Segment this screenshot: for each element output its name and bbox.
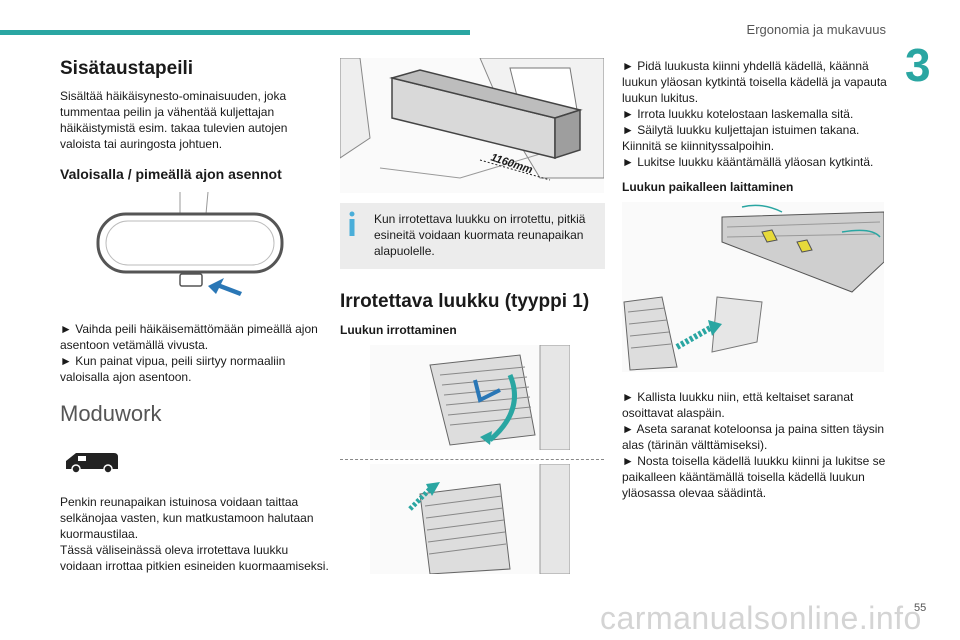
column-1: Sisätaustapeili Sisältää häikäisynesto-o…	[60, 58, 330, 574]
mirror-intro: Sisältää häikäisynesto-ominaisuuden, jok…	[60, 89, 288, 151]
hatch-step-6: ► Aseta saranat koteloonsa ja paina sitt…	[622, 422, 885, 452]
hatch-step-4: ► Lukitse luukku kääntämällä yläosan kyt…	[622, 155, 874, 169]
mirror-title: Sisätaustapeili	[60, 58, 194, 79]
info-icon	[348, 211, 356, 237]
hatch-removal-heading: Luukun irrottaminen	[340, 323, 457, 337]
mirror-step-1: ► Vaihda peili häikäisemättömään pimeäll…	[60, 322, 318, 352]
hatch-step-3: ► Säilytä luukku kuljettajan istuimen ta…	[622, 123, 860, 153]
hatch-removal-illustration-2	[370, 463, 605, 579]
hatch-type-heading: Irrotettava luukku (tyyppi 1)	[340, 291, 590, 312]
column-3: ► Pidä luukusta kiinni yhdellä kädellä, …	[622, 58, 887, 501]
info-text: Kun irrotettava luukku on irrotettu, pit…	[374, 212, 586, 258]
watermark: carmanualsonline.info	[600, 600, 922, 636]
van-icon	[62, 447, 330, 480]
dashed-divider	[340, 459, 604, 460]
hatch-step-1: ► Pidä luukusta kiinni yhdellä kädellä, …	[622, 59, 887, 105]
hatch-step-5: ► Kallista luukku niin, että keltaiset s…	[622, 390, 854, 420]
hatch-step-7: ► Nosta toisella kädellä luukku kiinni j…	[622, 454, 886, 500]
section-title: Ergonomia ja mukavuus	[746, 22, 886, 37]
moduwork-paragraph-1: Penkin reunapaikan istuinosa voidaan tai…	[60, 495, 314, 541]
moduwork-paragraph-2: Tässä väliseinässä oleva irrotettava luu…	[60, 543, 329, 573]
header-accent-bar	[0, 30, 470, 35]
chapter-number: 3	[905, 39, 931, 91]
moduwork-heading: Moduwork	[60, 401, 162, 426]
hatch-refit-heading: Luukun paikalleen laittaminen	[622, 180, 794, 194]
rearview-mirror-illustration	[90, 191, 330, 307]
column-2: 1160mm Kun irrotettava luukku on irrotet…	[339, 57, 605, 579]
hatch-step-2: ► Irrota luukku kotelostaan laskemalla s…	[622, 107, 854, 121]
page-number: 55	[914, 602, 927, 614]
info-box: Kun irrotettava luukku on irrotettu, pit…	[340, 203, 605, 269]
mirror-step-2: ► Kun painat vipua, peili siirtyy normaa…	[60, 354, 286, 384]
hatch-refit-illustration	[622, 202, 887, 377]
hatch-removal-illustration-1	[370, 344, 605, 455]
day-night-heading: Valoisalla / pimeällä ajon asennot	[60, 166, 282, 182]
load-length-illustration: 1160mm	[339, 57, 605, 193]
